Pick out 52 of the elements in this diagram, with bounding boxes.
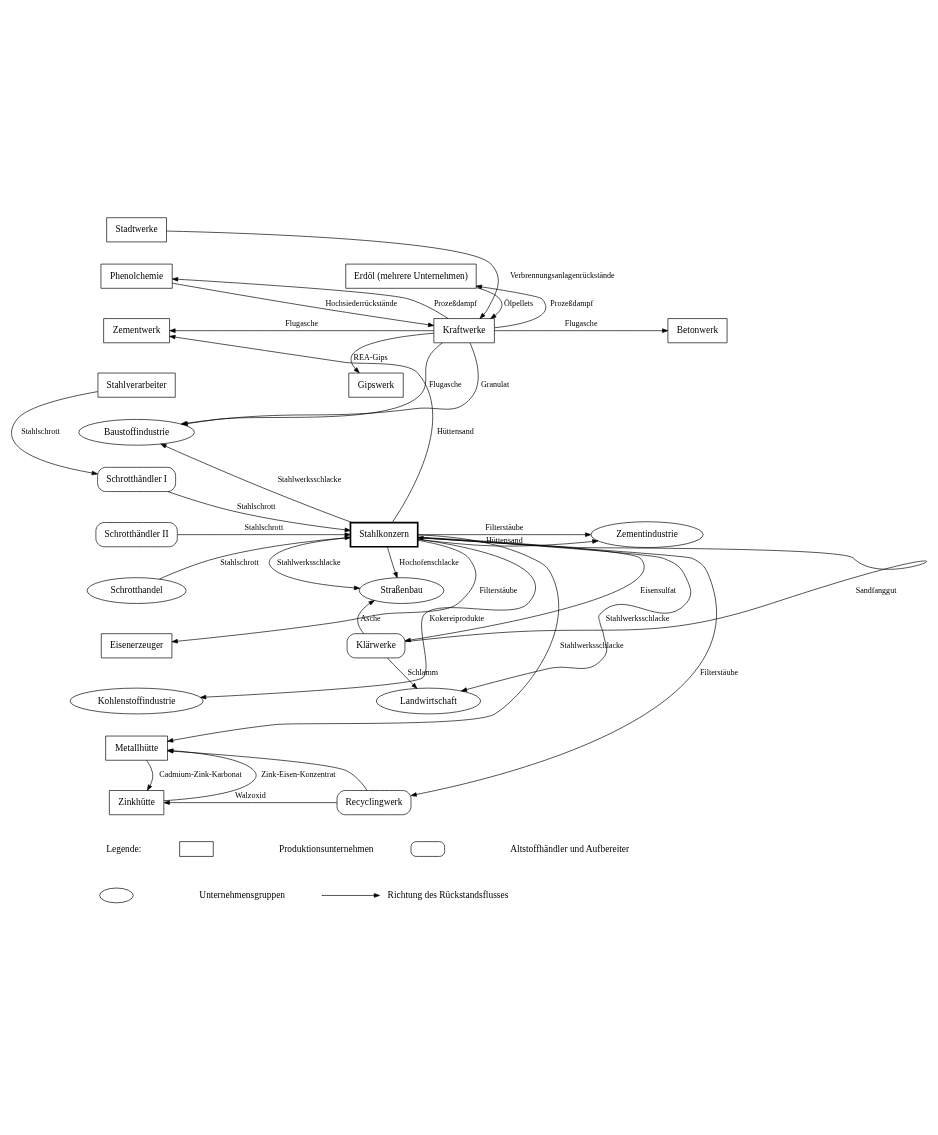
node-box: Stadtwerke xyxy=(106,216,167,242)
arrow xyxy=(200,538,536,699)
arrow xyxy=(404,536,645,642)
arrow xyxy=(11,390,98,475)
legend-label: Unternehmensgruppen xyxy=(199,889,286,900)
legend-label: Produktionsunternehmen xyxy=(278,843,374,854)
node-box: Kraftwerke xyxy=(433,317,495,343)
node-box: Erdöl (mehrere Unternehmen) xyxy=(345,263,477,289)
node-box: Klärwerke xyxy=(346,632,406,658)
node-ellipse: Kohlenstoffindustrie xyxy=(69,687,204,714)
arrow xyxy=(163,748,257,801)
arrow xyxy=(494,327,669,333)
arrow xyxy=(350,332,435,373)
legend-label: Richtung des Rückstandsflusses xyxy=(387,889,509,900)
arrow xyxy=(357,599,375,634)
arrow xyxy=(475,284,547,328)
label: Legende: xyxy=(106,843,142,854)
arrow xyxy=(167,490,351,532)
arrow xyxy=(169,327,435,333)
legend-label: Altstoffhändler und Aufbereiter xyxy=(510,843,630,854)
arrow xyxy=(410,536,717,797)
node-box: Recyclingwerk xyxy=(336,789,412,815)
arrow xyxy=(177,531,351,537)
arrow xyxy=(163,799,338,805)
arrow xyxy=(166,230,499,319)
node-box: Gipswerk xyxy=(348,372,404,398)
arrow xyxy=(159,535,351,579)
node-box: Zinkhütte xyxy=(109,789,165,815)
arrow xyxy=(476,286,503,319)
node-box: Eisenerzeuger xyxy=(100,632,173,658)
node-box: Metallhütte xyxy=(105,735,168,761)
arrow xyxy=(171,282,435,327)
arrow xyxy=(417,536,692,692)
node-box: Zementwerk xyxy=(103,317,170,343)
arrow xyxy=(160,443,353,523)
node-box: Betonwerk xyxy=(667,317,728,343)
arrow xyxy=(171,539,477,643)
node-box: Stahlkonzern xyxy=(349,521,419,548)
node-box: Schrotthändler I xyxy=(97,466,176,492)
node-box: Stahlverarbeiter xyxy=(97,372,176,398)
arrow xyxy=(146,759,154,791)
arrow xyxy=(404,535,927,642)
arrow xyxy=(387,657,418,689)
arrow xyxy=(268,536,361,590)
node-box: Phenolchemie xyxy=(100,263,173,289)
node-ellipse: Schrotthandel xyxy=(86,576,187,604)
arrow xyxy=(167,748,368,791)
arrow xyxy=(387,545,398,578)
node-box: Schrotthändler II xyxy=(95,521,178,547)
arrow xyxy=(172,276,449,319)
arrow xyxy=(169,334,433,523)
arrow xyxy=(167,534,560,742)
